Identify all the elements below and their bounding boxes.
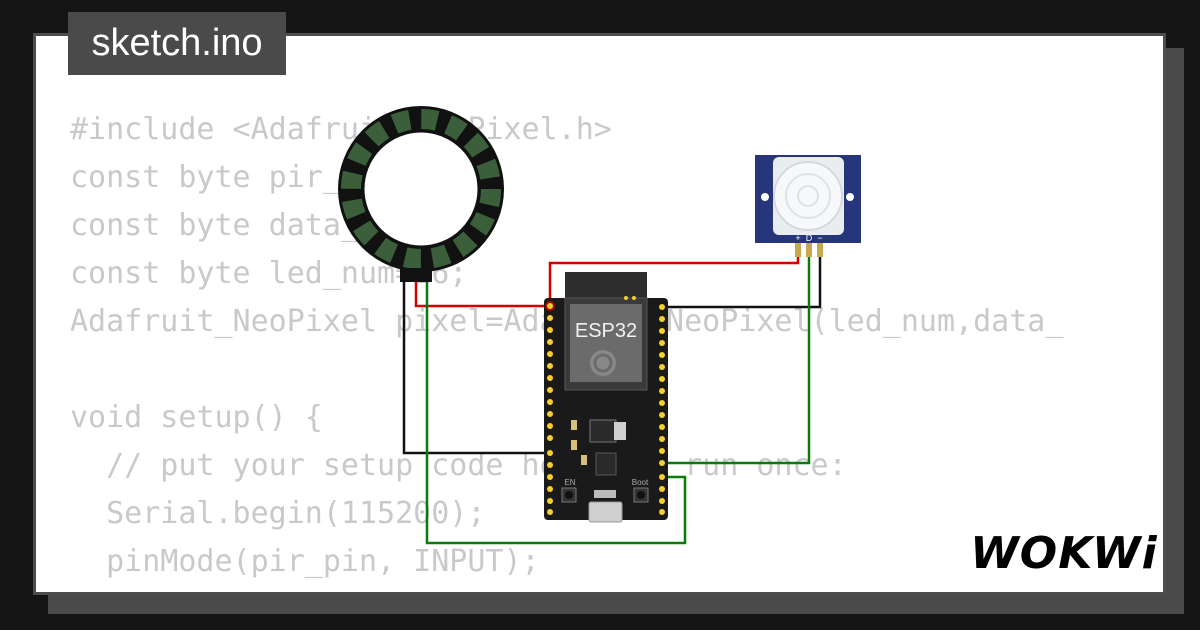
esp32-right-pins bbox=[659, 304, 665, 515]
esp32-label: ESP32 bbox=[575, 320, 637, 342]
code-preview: #include <Adafruit_NeoPixel.h>const byte… bbox=[70, 106, 1064, 592]
code-line-9: Serial.begin(115200); bbox=[70, 496, 486, 531]
esp32-board[interactable]: ESP32 EN Boot bbox=[544, 272, 668, 523]
pir-pin-d: D bbox=[806, 233, 813, 243]
wire-ring-vcc-red bbox=[414, 282, 550, 308]
code-line-10: pinMode(pir_pin, INPUT); bbox=[70, 544, 540, 579]
file-tab[interactable]: sketch.ino bbox=[68, 12, 286, 75]
boot-button-label: Boot bbox=[632, 478, 649, 487]
neopixel-ring[interactable] bbox=[338, 106, 504, 282]
usb-port bbox=[588, 501, 623, 523]
wire-ring-data-green bbox=[425, 282, 687, 545]
pir-pin-minus: − bbox=[817, 233, 822, 243]
wire-pir-gnd-black bbox=[662, 250, 822, 309]
en-button-label: EN bbox=[564, 478, 575, 487]
pir-sensor[interactable]: + D − bbox=[755, 155, 861, 257]
esp32-left-pins bbox=[547, 303, 553, 515]
wire-pir-data-green bbox=[662, 250, 811, 465]
pir-pin-plus: + bbox=[795, 233, 800, 243]
code-line-5: Adafruit_NeoPixel pixel=Adafruit_NeoPixe… bbox=[70, 304, 1064, 339]
wokwi-logo: WOKWi bbox=[970, 527, 1158, 579]
code-line-7: void setup() { bbox=[70, 400, 323, 435]
wire-ring-gnd-black bbox=[402, 282, 550, 455]
